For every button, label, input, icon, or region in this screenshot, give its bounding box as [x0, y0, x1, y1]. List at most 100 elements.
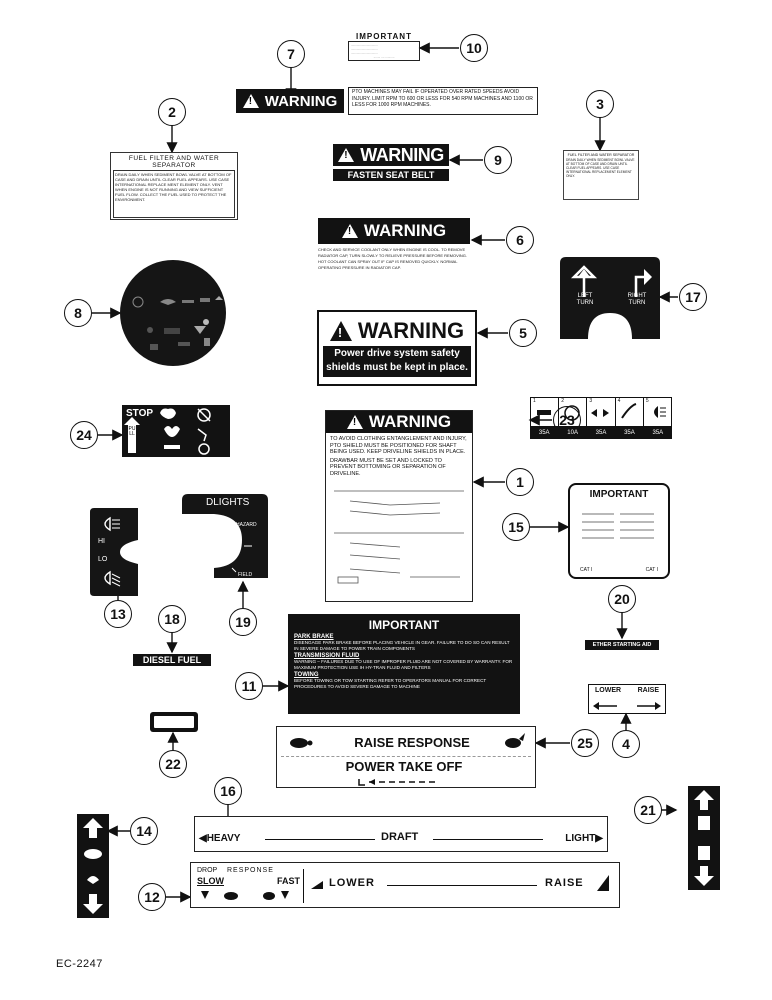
callout-18: 18: [158, 605, 186, 633]
left-turn-arrow-icon: [570, 265, 598, 297]
decal-lower-raise: LOWER RAISE: [588, 684, 666, 714]
fuse-icons-row: 1 2 3 4 5: [530, 397, 672, 427]
decal-pto-shield-warning: ! WARNING Power drive system safety shie…: [317, 310, 477, 386]
decal-9-sub: FASTEN SEAT BELT: [333, 169, 449, 181]
fuse-num: 2: [561, 398, 564, 404]
decal-heavy-draft-light: ◀HEAVY DRAFT LIGHT▶: [194, 816, 608, 852]
decal-24-pull: PULL: [128, 426, 136, 437]
callout-24: 24: [70, 421, 98, 449]
driveline-diagram-icon: [334, 490, 464, 584]
decal-17-left-label: LEFT TURN: [576, 293, 594, 306]
hitch-table-icon: [582, 513, 654, 539]
decal-10-text: ................................: [351, 43, 378, 47]
decal-11-t2: WARNING – FAILURES DUE TO USE OF IMPROPE…: [294, 659, 513, 670]
decal-fuse-panel: 1 2 3 4 5 35A 10A 35A 35A 35A: [530, 397, 672, 443]
decal-11-title: IMPORTANT: [368, 618, 440, 632]
horn-icon: [620, 403, 636, 419]
callout-4: 4: [612, 730, 640, 758]
hi-lo-decal-shape: [90, 508, 138, 596]
headlight-icon: [653, 406, 666, 418]
decal-3-body: DRAIN DAILY WHEN SEDIMENT BOWL VALVE AT …: [566, 157, 635, 179]
figure-id: EC-2247: [56, 958, 103, 970]
decal-raise-response-pto: RAISE RESPONSE POWER TAKE OFF: [276, 726, 536, 788]
decal-4-raise: RAISE: [637, 687, 659, 694]
callout-5: 5: [509, 319, 537, 347]
decal-15-title: IMPORTANT: [589, 489, 649, 500]
gauge-icon: [564, 405, 580, 421]
vertical-hitch-arrows-icon: [694, 790, 714, 886]
decal-7-header-text: WARNING: [264, 92, 338, 110]
callout-17: 17: [679, 283, 707, 311]
callout-6: 6: [506, 226, 534, 254]
callout-19: 19: [229, 608, 257, 636]
decal-7-text: PTO MACHINES MAY FAIL IF OPERATED OVER R…: [348, 87, 538, 115]
decal-16-heavy-text: HEAVY: [206, 833, 241, 844]
decal-15-cat-left: CAT I: [580, 567, 593, 573]
decal-hi-lo-beam: HI LO: [90, 508, 138, 596]
lower-raise-arrows-icon: [593, 702, 661, 710]
decal-25-pto: POWER TAKE OFF: [345, 759, 463, 774]
callout-25: 25: [571, 729, 599, 757]
fuse-num: 1: [533, 398, 536, 404]
decal-11-t3: BEFORE TOWING OR TOW STARTING REFER TO O…: [294, 678, 487, 689]
decal-15-cat-right: CAT I: [645, 567, 658, 573]
callout-7: 7: [277, 40, 305, 68]
decal-fuel-filter-small: FUEL FILTER AND WATER SEPARATOR DRAIN DA…: [563, 150, 639, 200]
decal-17-right-label: RIGHT TURN: [627, 293, 647, 306]
callout-22: 22: [159, 750, 187, 778]
lower-hitch-icon: [311, 881, 323, 889]
fuse-num: 4: [617, 398, 621, 404]
decal-7-header: WARNING: [236, 89, 344, 113]
stop-pull-symbols-icon: [124, 408, 211, 455]
decal-11-h3: TOWING: [294, 672, 319, 679]
callout-1: 1: [506, 468, 534, 496]
decal-10-text: ................................: [351, 47, 378, 51]
decal-12-raise: RAISE: [545, 877, 584, 889]
decal-1-para1: TO AVOID CLOTHING ENTANGLEMENT AND INJUR…: [330, 436, 467, 455]
callout-14: 14: [130, 817, 158, 845]
callout-16: 16: [214, 777, 242, 805]
decal-3-title: FUEL FILTER AND WATER SEPARATOR: [567, 153, 635, 157]
rabbit-icon: [505, 733, 525, 748]
decal-1-header-text: WARNING: [368, 412, 452, 431]
decal-ether-starting-aid: ETHER STARTING AID: [585, 640, 659, 650]
decal-13-hi: HI: [98, 538, 105, 545]
fuse-ratings-row: 35A 10A 35A 35A 35A: [530, 427, 672, 439]
callout-3: 3: [586, 90, 614, 118]
callout-12: 12: [138, 883, 166, 911]
decal-16-draft: DRAFT: [381, 831, 419, 843]
decal-19-title-text: LIGHTS: [213, 497, 250, 508]
fuse-num: 5: [645, 398, 649, 404]
callout-9: 9: [484, 146, 512, 174]
vertical-arrows-icon: [83, 818, 103, 914]
callout-11: 11: [235, 672, 263, 700]
decal-important-hitch: IMPORTANT CAT I CAT I: [568, 483, 670, 579]
fuse-rating: 35A: [595, 430, 607, 436]
fuse-rating: 35A: [624, 430, 635, 436]
callout-21: 21: [634, 796, 662, 824]
fuse-rating: 35A: [538, 430, 550, 436]
decal-10-title: IMPORTANT: [356, 32, 412, 41]
callout-13: 13: [104, 600, 132, 628]
decal-6-header-text: WARNING: [363, 221, 447, 240]
decal-important-small: IMPORTANT ..............................…: [348, 32, 420, 62]
fuse-rating: 10A: [567, 430, 578, 436]
callout-2: 2: [158, 98, 186, 126]
decal-gauge-round: [120, 260, 226, 366]
decal-4-lower: LOWER: [595, 687, 622, 694]
decal-2-body: DRAIN DAILY WHEN SEDIMENT BOWL VALVE AT …: [113, 170, 235, 218]
decal-12-lower: LOWER: [329, 877, 375, 889]
decal-13-lo: LO: [98, 556, 108, 563]
raise-hitch-icon: [597, 875, 609, 891]
decal-5-header: ! WARNING: [323, 316, 471, 346]
callout-8: 8: [64, 299, 92, 327]
decal-vertical-slow-fast: [77, 814, 109, 918]
decal-small-plate: [150, 712, 198, 732]
fuse-num: 3: [589, 398, 593, 404]
decal-12-drop: DROP: [197, 867, 218, 874]
low-beam-icon: [104, 570, 111, 586]
decal-11-h2: TRANSMISSION FLUID: [294, 653, 360, 660]
decal-12-response: RESPONSE: [227, 867, 274, 874]
decal-11-h1: PARK BRAKE: [294, 634, 334, 640]
decal-1-header: WARNING: [326, 411, 472, 433]
